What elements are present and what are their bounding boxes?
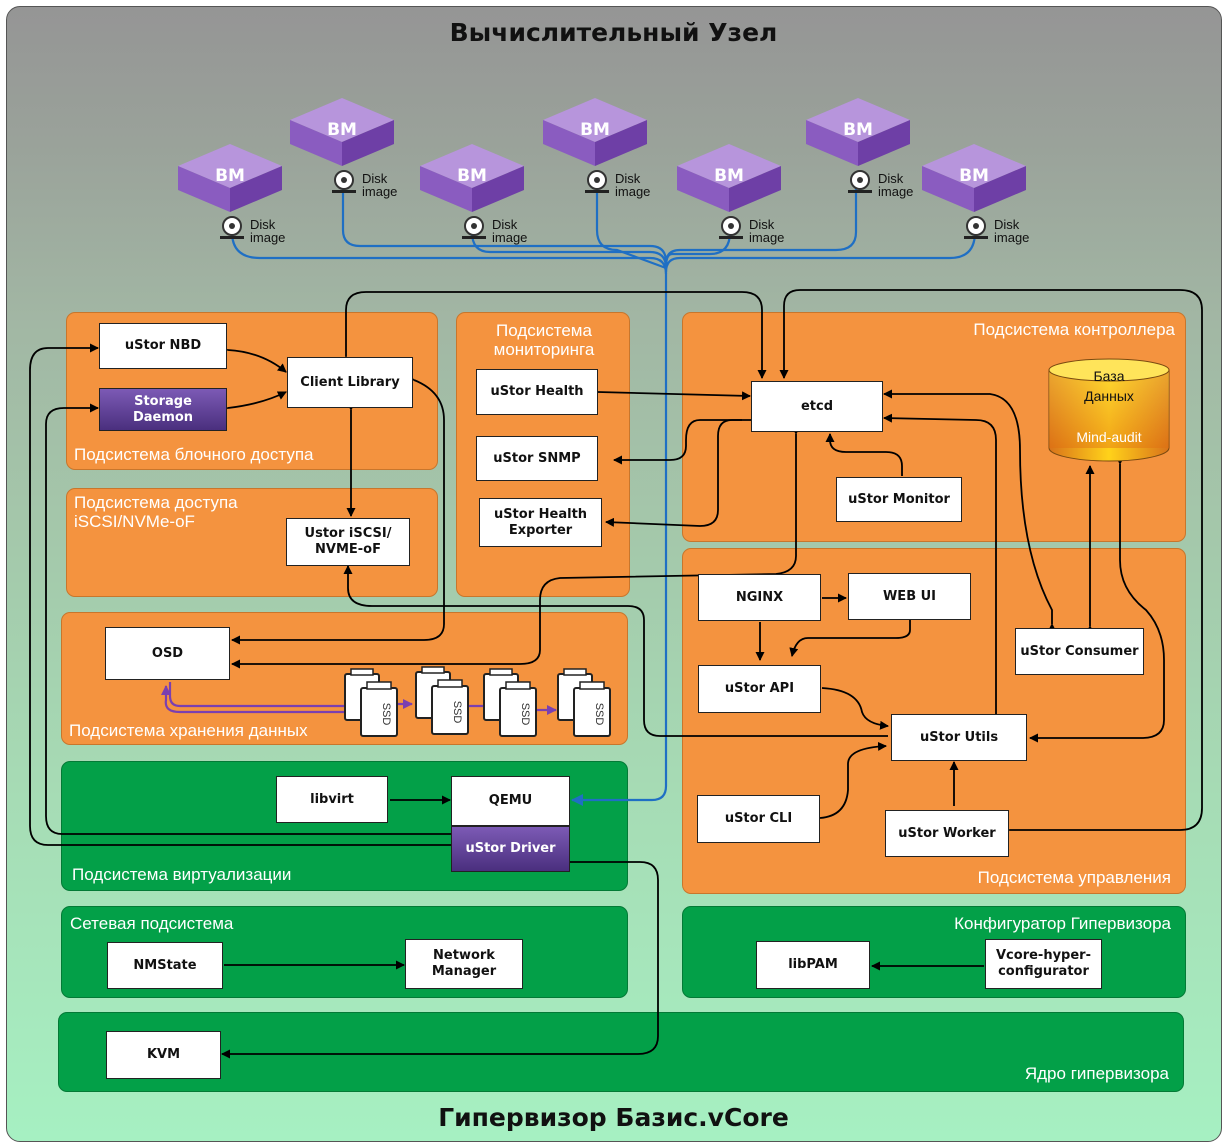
kernel-subsystem: Ядро гипервизора [58,1012,1184,1092]
ssd-text: SSD [593,703,605,726]
title-hypervisor: Гипервизор Базис.vCore [438,1103,789,1132]
iscsi-label: Подсистема доступа iSCSI/NVMe-oF [74,493,238,531]
ssd-drive-icon: SSD [557,668,611,737]
ustor-health[interactable]: uStor Health [476,369,598,415]
disk-image-lines [230,186,977,806]
mind-audit-database[interactable]: База Данных Mind-audit [1048,358,1170,462]
ustor-consumer[interactable]: uStor Consumer [1015,628,1144,675]
db-label-line1: База [1093,368,1125,384]
ustor-utils[interactable]: uStor Utils [891,714,1027,761]
controller-label: Подсистема контроллера [973,320,1175,339]
web-ui[interactable]: WEB UI [848,573,971,620]
nmstate[interactable]: NMState [107,942,223,989]
vm-label: ВМ [327,120,357,140]
title-compute-node: Вычислительный Узел [449,18,778,47]
vm-label: ВМ [959,166,989,186]
ssd-text: SSD [451,701,463,724]
libpam[interactable]: libPAM [756,941,870,989]
vm-cube-icon [806,98,910,193]
vm-label: ВМ [215,166,245,186]
vm-label: ВМ [457,166,487,186]
client-library[interactable]: Client Library [287,357,413,408]
vm-cube-icon [543,98,647,193]
ssd-drive-icon: SSD [415,666,469,735]
configurator-label: Конфигуратор Гипервизора [954,914,1171,933]
ustor-health-exporter[interactable]: uStor Health Exporter [479,498,602,547]
vm-cube-icon [290,98,394,193]
osd[interactable]: OSD [105,627,230,680]
storage-label: Подсистема хранения данных [69,721,308,740]
database-cylinder-icon [1048,358,1170,462]
ssd-text: SSD [519,703,531,726]
ustor-monitor[interactable]: uStor Monitor [836,477,962,522]
ssd-text: SSD [380,703,392,726]
vm-label: ВМ [843,120,873,140]
vm-cube-icon [178,144,282,239]
libvirt[interactable]: libvirt [276,776,388,823]
ssd-drive-icon: SSD [483,668,537,737]
network-manager[interactable]: Network Manager [405,939,523,989]
kernel-label: Ядро гипервизора [1024,1064,1169,1083]
ustor-snmp[interactable]: uStor SNMP [476,436,598,481]
storage-daemon[interactable]: Storage Daemon [99,388,227,431]
nginx[interactable]: NGINX [698,574,821,621]
management-label: Подсистема управления [977,868,1171,887]
db-label-line2: Данных [1084,388,1134,404]
ustor-worker[interactable]: uStor Worker [885,810,1009,857]
ustor-cli[interactable]: uStor CLI [697,795,820,843]
vm-cube-icon [420,144,524,239]
monitoring-label: Подсистема мониторинга [493,321,595,359]
ustor-api[interactable]: uStor API [698,665,821,713]
vm-cube-icon [922,144,1026,239]
virtualization-label: Подсистема виртуализации [72,865,292,884]
vm-cube-icon [677,144,781,239]
network-label: Сетевая подсистема [70,914,234,933]
ustor-driver[interactable]: uStor Driver [451,826,570,872]
kvm[interactable]: KVM [106,1031,221,1079]
etcd[interactable]: etcd [751,381,883,432]
qemu[interactable]: QEMU [451,776,570,826]
db-label-name: Mind-audit [1076,429,1142,445]
black-connectors [29,289,1203,1059]
vcore-hyper-configurator[interactable]: Vcore-hyper- configurator [985,939,1102,989]
ustor-nbd[interactable]: uStor NBD [99,323,227,369]
ustor-iscsi-nvmeof[interactable]: Ustor iSCSI/ NVME-oF [286,518,410,566]
ssd-drive-icon: SSD [344,668,398,737]
vm-label: ВМ [580,120,610,140]
vm-label: ВМ [714,166,744,186]
